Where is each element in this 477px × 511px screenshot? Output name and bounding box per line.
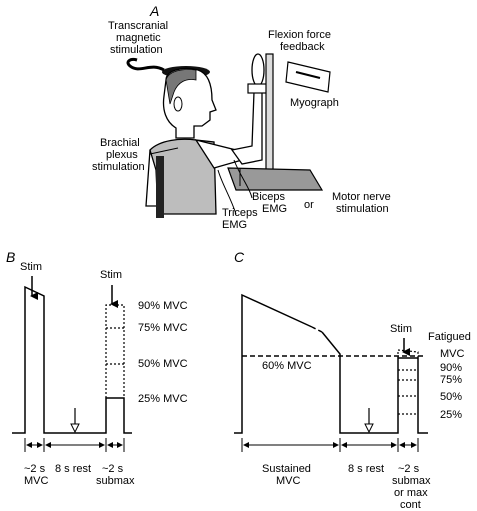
panel-c-duration-line4: cont bbox=[400, 499, 421, 511]
panel-c: C 60% MVC Stim Fatigued MVC 90% 75% 50% … bbox=[234, 249, 471, 511]
panel-c-sustained-label-line2: MVC bbox=[276, 475, 301, 487]
motor-nerve-label-line1: Motor nerve bbox=[332, 191, 391, 203]
triceps-lead-line bbox=[217, 169, 237, 215]
panel-b-mvc-duration-line2: MVC bbox=[24, 475, 49, 487]
tms-label-line1: Transcranial bbox=[108, 20, 168, 32]
panel-b: B Stim Stim 90% MVC 75% MVC 50% MVC 25% … bbox=[6, 249, 188, 487]
panel-c-60-mvc-label: 60% MVC bbox=[262, 360, 312, 372]
panel-c-level-mvc: MVC bbox=[440, 348, 465, 360]
panel-b-level-75: 75% MVC bbox=[138, 322, 188, 334]
panel-c-duration-line1: ~2 s bbox=[398, 463, 420, 475]
panel-b-timeline bbox=[24, 438, 125, 452]
motor-nerve-label-line2: stimulation bbox=[336, 203, 389, 215]
force-feedback-label-line2: feedback bbox=[280, 41, 325, 53]
panel-b-submax-duration-line1: ~2 s bbox=[102, 463, 124, 475]
panel-c-level-75: 75% bbox=[440, 374, 462, 386]
panel-c-duration-line3: or max bbox=[394, 487, 428, 499]
feedback-monitor-icon bbox=[285, 61, 331, 93]
triceps-label-line2: EMG bbox=[222, 219, 247, 231]
or-label: or bbox=[304, 199, 314, 211]
panel-c-label: C bbox=[234, 249, 245, 265]
subject-head-icon bbox=[162, 67, 217, 139]
biceps-lead-line bbox=[233, 159, 253, 199]
panel-b-level-50: 50% MVC bbox=[138, 358, 188, 370]
brachial-label-line1: Brachial bbox=[100, 137, 140, 149]
panel-c-trace-gap bbox=[311, 326, 323, 333]
brachial-pointer-line bbox=[149, 147, 179, 155]
panel-b-mvc-duration-line1: ~2 s bbox=[24, 463, 46, 475]
panel-a-label: A bbox=[149, 3, 159, 19]
panel-b-force-trace bbox=[12, 285, 132, 434]
panel-b-submax-levels bbox=[105, 304, 125, 398]
panel-c-sustained-label-line1: Sustained bbox=[262, 463, 311, 475]
panel-b-level-25: 25% MVC bbox=[138, 393, 188, 405]
myograph-apparatus-icon bbox=[227, 53, 324, 191]
panel-c-trace-start bbox=[234, 293, 313, 434]
triceps-label-line1: Triceps bbox=[222, 207, 258, 219]
panel-b-rest-arrow bbox=[70, 408, 80, 434]
force-feedback-label-line1: Flexion force bbox=[268, 29, 331, 41]
panel-c-submax-levels bbox=[397, 349, 419, 415]
panel-c-rest-arrow bbox=[364, 408, 374, 434]
panel-a: A Transcranial magnetic stimulation Flex… bbox=[92, 3, 391, 231]
myograph-label: Myograph bbox=[290, 97, 339, 109]
panel-c-timeline bbox=[241, 438, 419, 452]
subject-arm-icon bbox=[194, 53, 271, 169]
brachial-label-line2: plexus bbox=[106, 149, 138, 161]
panel-c-level-90: 90% bbox=[440, 362, 462, 374]
panel-b-submax-duration-line2: submax bbox=[96, 475, 135, 487]
subject-torso-icon bbox=[145, 138, 217, 218]
brachial-label-line3: stimulation bbox=[92, 161, 145, 173]
panel-b-stim2-label: Stim bbox=[100, 269, 122, 281]
panel-b-stim1-label: Stim bbox=[20, 261, 42, 273]
biceps-label-line1: Biceps bbox=[252, 191, 286, 203]
panel-c-duration-line2: submax bbox=[392, 475, 431, 487]
tms-label-line3: stimulation bbox=[110, 44, 163, 56]
panel-c-level-25: 25% bbox=[440, 409, 462, 421]
tms-label-line2: magnetic bbox=[116, 32, 161, 44]
panel-b-level-90: 90% MVC bbox=[138, 300, 188, 312]
panel-b-label: B bbox=[6, 249, 15, 265]
panel-c-fatigued-label: Fatigued bbox=[428, 331, 471, 343]
biceps-label-line2: EMG bbox=[262, 203, 287, 215]
panel-c-level-50: 50% bbox=[440, 391, 462, 403]
panel-c-trace-end bbox=[321, 331, 428, 434]
panel-c-stim-label: Stim bbox=[390, 323, 412, 335]
panel-b-rest-duration: 8 s rest bbox=[55, 463, 91, 475]
panel-c-rest-duration: 8 s rest bbox=[348, 463, 384, 475]
